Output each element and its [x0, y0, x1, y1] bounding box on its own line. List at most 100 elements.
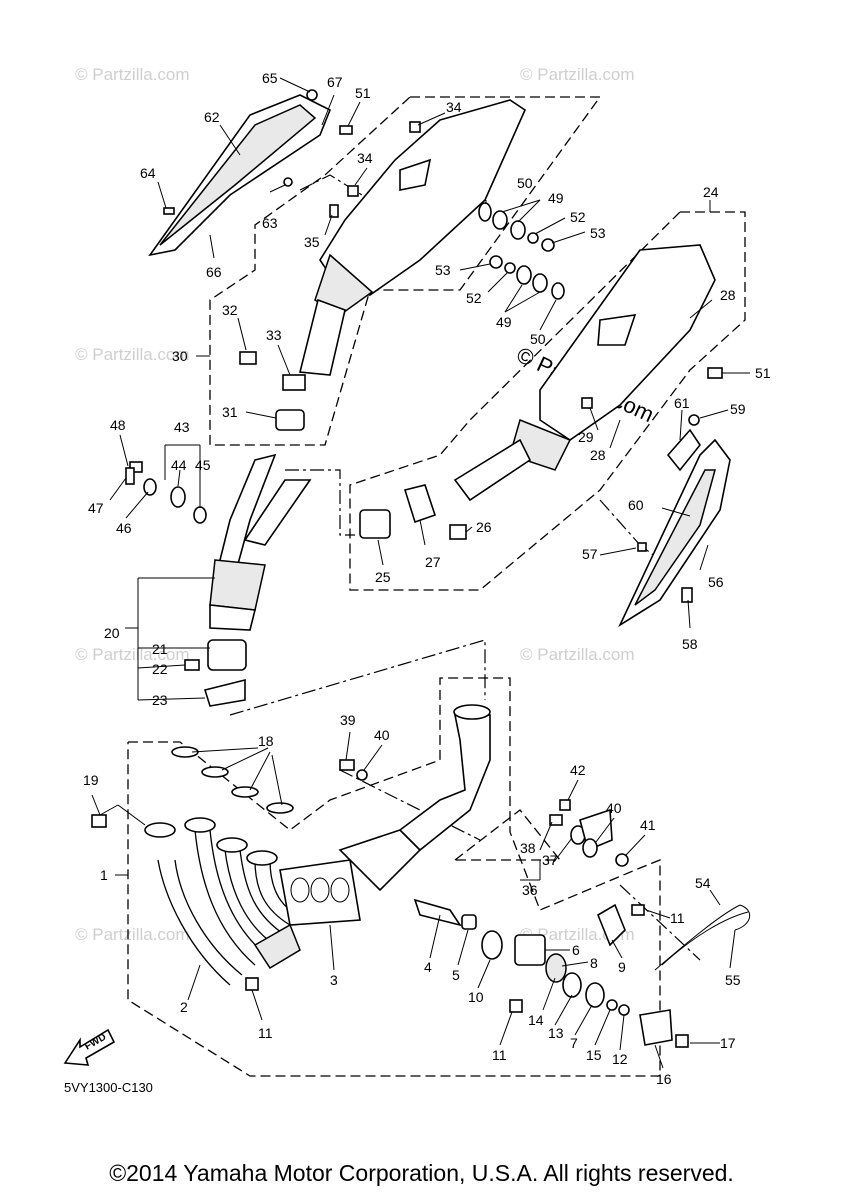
gasket-hole	[310, 877, 330, 903]
bolt-39	[339, 759, 355, 771]
gasket-hole	[290, 877, 310, 903]
nut-42	[559, 799, 571, 811]
gasket-21	[207, 639, 247, 671]
gasket-hole	[330, 877, 350, 903]
flange	[184, 817, 216, 833]
bolt-35	[329, 204, 339, 218]
cable-end	[734, 904, 750, 931]
callout-13: 13	[548, 1025, 564, 1041]
callout-61: 61	[674, 395, 690, 411]
housing-6	[514, 934, 546, 966]
callout-52: 52	[570, 209, 586, 225]
gasket-31	[275, 409, 305, 431]
watermark-text: © Partzilla.com	[75, 925, 190, 944]
callout-40: 40	[374, 727, 390, 743]
callout-34: 34	[446, 99, 462, 115]
seal-13	[562, 972, 582, 998]
joint-pipe-collector	[209, 559, 266, 611]
copyright-notice: ©2014 Yamaha Motor Corporation, U.S.A. A…	[109, 1160, 734, 1186]
callout-22: 22	[152, 661, 168, 677]
bolt-51	[339, 125, 353, 135]
heat-shield-panel	[159, 104, 317, 246]
callout-53: 53	[435, 262, 451, 278]
joint-pipe	[125, 453, 312, 707]
collar-63	[283, 177, 293, 187]
heat-shield-60	[634, 469, 716, 606]
washer-52	[527, 232, 539, 244]
joint-pipe-outlet	[209, 604, 256, 631]
callout-24: 24	[703, 184, 719, 200]
fwd-arrow-icon: FWD	[63, 1028, 116, 1066]
bolt-48	[125, 467, 135, 485]
callout-1: 1	[100, 867, 108, 883]
connection-line	[229, 639, 486, 716]
callout-53: 53	[590, 225, 606, 241]
callout-37: 37	[542, 852, 558, 868]
callout-30: 30	[172, 348, 188, 364]
diagram-code: 5VY1300-C130	[64, 1080, 153, 1095]
header-pipe-1	[157, 859, 231, 986]
upper-heat-shield	[148, 89, 353, 257]
bolt-51	[707, 367, 723, 379]
callout-32: 32	[222, 302, 238, 318]
front-pipe	[398, 714, 491, 852]
gasket-18	[201, 766, 229, 778]
callout-3: 3	[330, 972, 338, 988]
callout-51: 51	[355, 85, 371, 101]
clamp-27	[403, 484, 437, 524]
callout-28: 28	[590, 447, 606, 463]
callout-33: 33	[266, 327, 282, 343]
exhaust-center	[279, 704, 491, 926]
damper-44	[170, 486, 186, 508]
nut-19	[91, 814, 107, 828]
callout-64: 64	[140, 165, 156, 181]
joint-parts	[359, 484, 467, 540]
callout-2: 2	[180, 999, 188, 1015]
collector-2	[253, 923, 301, 970]
callout-54: 54	[695, 875, 711, 891]
header-pipe-4	[254, 859, 291, 926]
group-boundaries	[127, 96, 746, 1077]
damper-49	[492, 210, 508, 230]
callout-48: 48	[110, 417, 126, 433]
damper-49	[516, 265, 532, 285]
nut-53	[489, 255, 503, 269]
clamp-33	[282, 374, 306, 391]
connection-line	[339, 769, 481, 841]
cable-54	[654, 904, 741, 971]
grommet-65	[306, 89, 318, 101]
front-pipe-outlet	[453, 704, 491, 720]
nut-34	[409, 121, 421, 133]
watermark-text: © Partzilla.com	[75, 645, 190, 664]
nut-34	[347, 185, 359, 197]
callout-66: 66	[206, 264, 222, 280]
muffler-group-30-boundary	[209, 96, 602, 446]
callout-50: 50	[517, 175, 533, 191]
callout-25: 25	[375, 569, 391, 585]
callout-62: 62	[204, 109, 220, 125]
bolt-47	[129, 461, 143, 473]
upper-muffler	[239, 99, 555, 431]
callout-31: 31	[222, 404, 238, 420]
callout-44: 44	[171, 457, 187, 473]
callout-18: 18	[258, 733, 274, 749]
callout-11: 11	[670, 910, 685, 926]
bolt-11	[245, 977, 259, 991]
collar-50	[478, 202, 492, 222]
spring-8	[545, 953, 567, 983]
washer-52	[504, 262, 516, 274]
nut-29	[581, 397, 593, 409]
callout-19: 19	[83, 772, 99, 788]
callout-7: 7	[570, 1035, 578, 1051]
exhaust-valve-parts	[413, 799, 750, 1048]
callout-50: 50	[530, 331, 546, 347]
callout-20: 20	[104, 625, 120, 641]
callout-65: 65	[262, 70, 278, 86]
collar-40	[356, 769, 368, 781]
callout-11: 11	[492, 1047, 507, 1063]
callout-6: 6	[572, 942, 580, 958]
callout-40: 40	[606, 800, 622, 816]
washer-15	[606, 999, 618, 1011]
plate-46	[143, 478, 157, 496]
callout-39: 39	[340, 712, 356, 728]
